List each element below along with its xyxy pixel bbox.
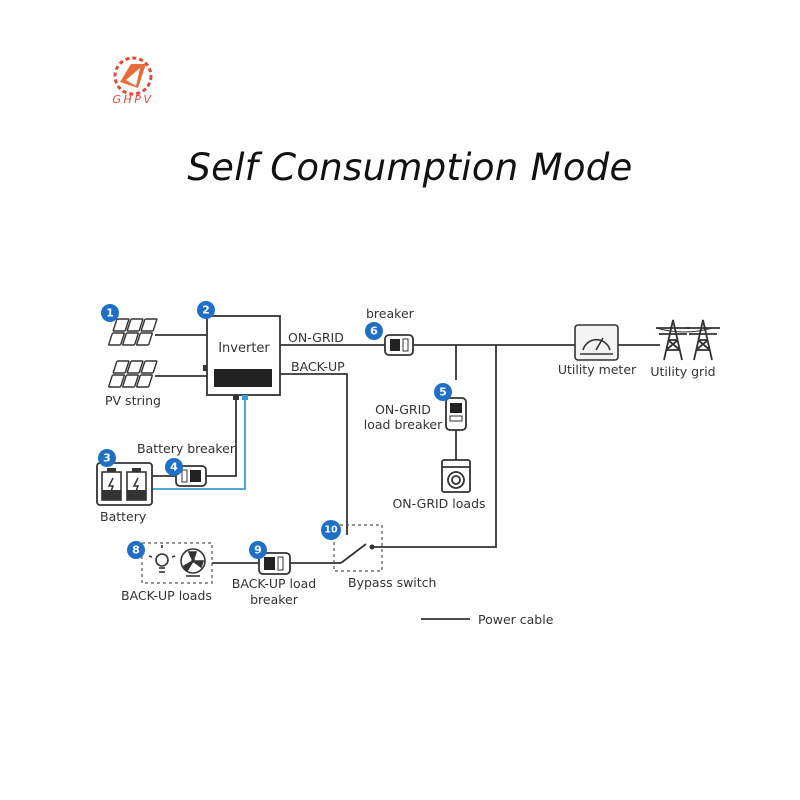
utility-grid-label: Utility grid: [650, 364, 715, 379]
badge-5-number: 5: [439, 386, 447, 399]
light-bulb-icon: [148, 545, 176, 573]
back-up-load-breaker-label-line2: breaker: [250, 592, 299, 607]
battery-breaker-label: Battery breaker: [137, 441, 236, 456]
battery-label: Battery: [100, 509, 147, 524]
ghpv-logo-icon: [113, 56, 153, 96]
breaker-icon: [384, 334, 414, 356]
diagram-title: Self Consumption Mode: [187, 146, 633, 189]
badge-3-number: 3: [103, 452, 111, 465]
on-grid-load-breaker-label-line1: ON-GRID: [375, 402, 431, 417]
back-up-load-breaker-label-line1: BACK-UP load: [232, 576, 316, 591]
solar-panel-icon: [108, 318, 158, 388]
legend-power-cable-label: Power cable: [478, 612, 554, 627]
bypass-switch-label: Bypass switch: [348, 575, 436, 590]
back-up-loads-box: [141, 542, 213, 584]
washing-machine-icon: [441, 459, 471, 493]
inverter-display: [214, 369, 272, 387]
badge-1-number: 1: [106, 307, 114, 320]
breaker-label: breaker: [366, 306, 415, 321]
on-grid-label: ON-GRID: [288, 330, 344, 345]
fan-icon: [180, 548, 206, 577]
back-up-load-breaker-icon: [258, 552, 291, 575]
legend: Power cable: [421, 612, 554, 627]
logo-text: GHPV: [112, 93, 154, 106]
badge-6-number: 6: [370, 325, 378, 338]
back-up-loads-label: BACK-UP loads: [121, 588, 212, 603]
badge-10: 10: [321, 520, 341, 540]
badge-2-number: 2: [202, 304, 210, 317]
badge-4: 4: [165, 458, 183, 476]
battery-breaker-icon: [175, 465, 207, 487]
on-grid-loads-label: ON-GRID loads: [392, 496, 485, 511]
badge-1: 1: [101, 304, 119, 322]
bypass-grid-return: [372, 345, 497, 548]
battery-breaker-to-inverter: [206, 395, 237, 477]
badge-8-number: 8: [132, 544, 140, 557]
inverter: [203, 315, 281, 400]
inverter-label: Inverter: [218, 341, 270, 356]
utility-meter-icon: [574, 324, 619, 361]
badge-2: 2: [197, 301, 215, 319]
on-grid-load-breaker-icon: [445, 397, 467, 431]
back-up-label: BACK-UP: [291, 359, 345, 374]
power-cables: [152, 334, 660, 564]
bypass-switch-icon: [333, 524, 383, 572]
badge-8: 8: [127, 541, 145, 559]
badges: 1 2 3 4 5 6 8 9 10: [98, 301, 452, 559]
badge-6: 6: [365, 322, 383, 340]
battery-icon: [96, 462, 153, 506]
on-grid-load-breaker-label-line2: load breaker: [364, 417, 443, 432]
back-up-cable: [280, 373, 348, 525]
pv-string-label: PV string: [105, 393, 161, 408]
badge-10-number: 10: [324, 525, 338, 536]
badge-9-number: 9: [254, 544, 262, 557]
badge-9: 9: [249, 541, 267, 559]
utility-meter-label: Utility meter: [558, 362, 637, 377]
battery-communication-cable: [152, 395, 246, 490]
badge-5: 5: [434, 383, 452, 401]
utility-grid-tower-icon: [655, 319, 720, 361]
badge-3: 3: [98, 449, 116, 467]
badge-4-number: 4: [170, 461, 178, 474]
